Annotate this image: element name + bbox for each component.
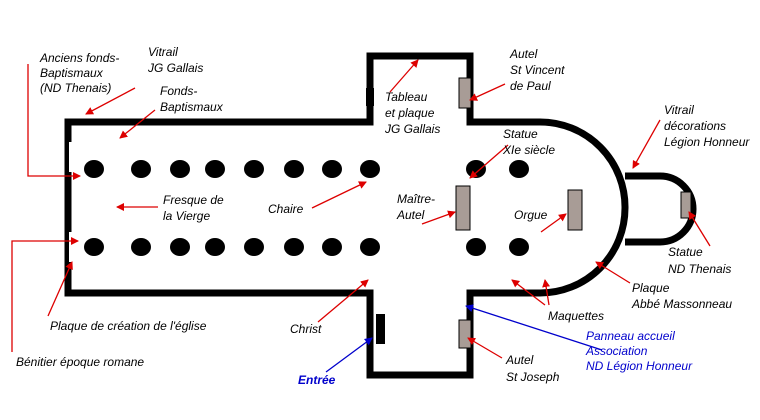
arrow-maitre-autel (421, 210, 456, 225)
pillar (284, 160, 304, 178)
arrow-vitrail-gallais (85, 87, 136, 115)
pillar (509, 160, 529, 178)
entrance-door (376, 314, 385, 344)
label-fonds-baptismaux: Fonds- Baptismaux (160, 84, 224, 114)
label-vitrail-legion: Vitrail décorations Légion Honneur (664, 103, 750, 149)
arrow-christ (317, 279, 369, 323)
church-outline (64, 52, 629, 379)
pillar (84, 160, 104, 178)
arrow-orgue (540, 213, 567, 233)
label-maitre-autel: Maître- Autel (396, 192, 438, 222)
arrow-benitier (11, 237, 79, 352)
arrow-statue-thenais (688, 211, 711, 247)
arrow-plaque-massonneau (595, 261, 631, 284)
pillar (360, 160, 380, 178)
label-statue-thenais: Statue ND Thenais (668, 245, 731, 276)
pillar (466, 160, 486, 178)
label-autel-joseph: Autel St Joseph (505, 353, 560, 384)
pillars (84, 160, 529, 256)
label-fresque: Fresque de la Vierge (163, 193, 227, 223)
arrow-autel-joseph (467, 337, 503, 359)
arrow-chaire (311, 181, 367, 209)
arrow-tableau (389, 59, 419, 93)
label-plaque-massonneau: Plaque Abbé Massonneau (631, 281, 732, 311)
pillar (244, 238, 264, 256)
label-orgue: Orgue (514, 208, 548, 222)
label-christ: Christ (290, 322, 322, 336)
label-benitier: Bénitier époque romane (16, 355, 144, 369)
axial-chapel (625, 172, 697, 246)
arrow-statue-xie (469, 144, 509, 179)
arrow-vitrail-legion (632, 119, 661, 169)
arrow-maquettes-2 (542, 279, 551, 306)
pillar (509, 238, 529, 256)
arrow-fonds-baptismaux (119, 109, 156, 139)
label-anciens-fonds: Anciens fonds- Baptismaux (ND Thenais) (39, 51, 123, 95)
arrow-plaque-creation (47, 261, 73, 317)
arrow-anciens-fonds (27, 64, 81, 180)
pillar (322, 160, 342, 178)
arrow-maquettes-1 (511, 279, 546, 306)
altar-st-joseph (458, 319, 472, 349)
maitre-autel (455, 185, 471, 231)
pillar (322, 238, 342, 256)
orgue (567, 189, 583, 231)
pillar (205, 238, 225, 256)
west-wall-gap-lower (69, 232, 76, 262)
label-autel-vincent: Autel St Vincent de Paul (509, 47, 568, 93)
west-wall-gap-upper (69, 142, 76, 172)
pillar (205, 160, 225, 178)
label-tableau: Tableau et plaque JG Gallais (384, 90, 440, 136)
altar-st-vincent (458, 77, 472, 109)
label-entree: Entrée (298, 373, 336, 387)
tableau-wall-mark (366, 88, 374, 106)
label-chaire: Chaire (268, 202, 304, 216)
pillar (466, 238, 486, 256)
label-plaque-creation: Plaque de création de l'église (50, 319, 207, 333)
pillar (244, 160, 264, 178)
label-vitrail-gallais: Vitrail JG Gallais (147, 45, 203, 75)
statue-nd-thenais (680, 191, 692, 219)
pillar (131, 160, 151, 178)
pillar (170, 160, 190, 178)
pillar (170, 238, 190, 256)
label-panneau-accueil: Panneau accueil Association ND Légion Ho… (585, 329, 693, 373)
red-arrows (11, 59, 711, 359)
label-statue-xie: Statue XIe siècle (502, 127, 555, 157)
arrow-panneau (465, 304, 603, 351)
label-maquettes: Maquettes (548, 309, 604, 323)
pillar (360, 238, 380, 256)
arrow-entree (325, 337, 373, 373)
blue-arrows (325, 304, 603, 373)
pillar (284, 238, 304, 256)
arrow-autel-vincent (469, 83, 506, 101)
pillar (84, 238, 104, 256)
pillar (131, 238, 151, 256)
